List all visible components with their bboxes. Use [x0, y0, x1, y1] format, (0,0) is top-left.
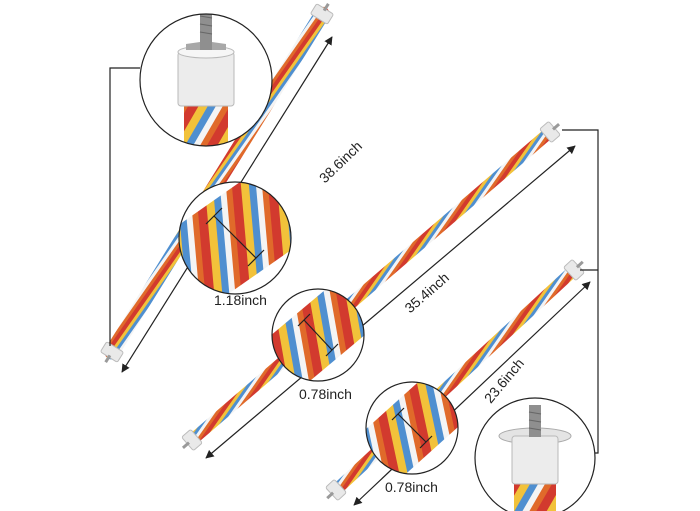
- end-cap-zoom-top: [139, 13, 273, 147]
- end-cap: [539, 121, 561, 143]
- bracket-line-left: [109, 67, 140, 346]
- end-cap: [325, 479, 347, 501]
- rope-1-diameter-label: 1.18inch: [214, 292, 267, 308]
- end-cap: [310, 3, 334, 25]
- bracket-line-right: [562, 129, 599, 454]
- end-cap: [100, 341, 124, 363]
- rope-2-diameter-label: 0.78inch: [299, 386, 352, 402]
- end-cap: [181, 429, 203, 451]
- rope-3-diameter-label: 0.78inch: [385, 479, 438, 495]
- end-cap-zoom-bottom: [474, 397, 596, 511]
- magnifier-rope-1: [178, 181, 292, 295]
